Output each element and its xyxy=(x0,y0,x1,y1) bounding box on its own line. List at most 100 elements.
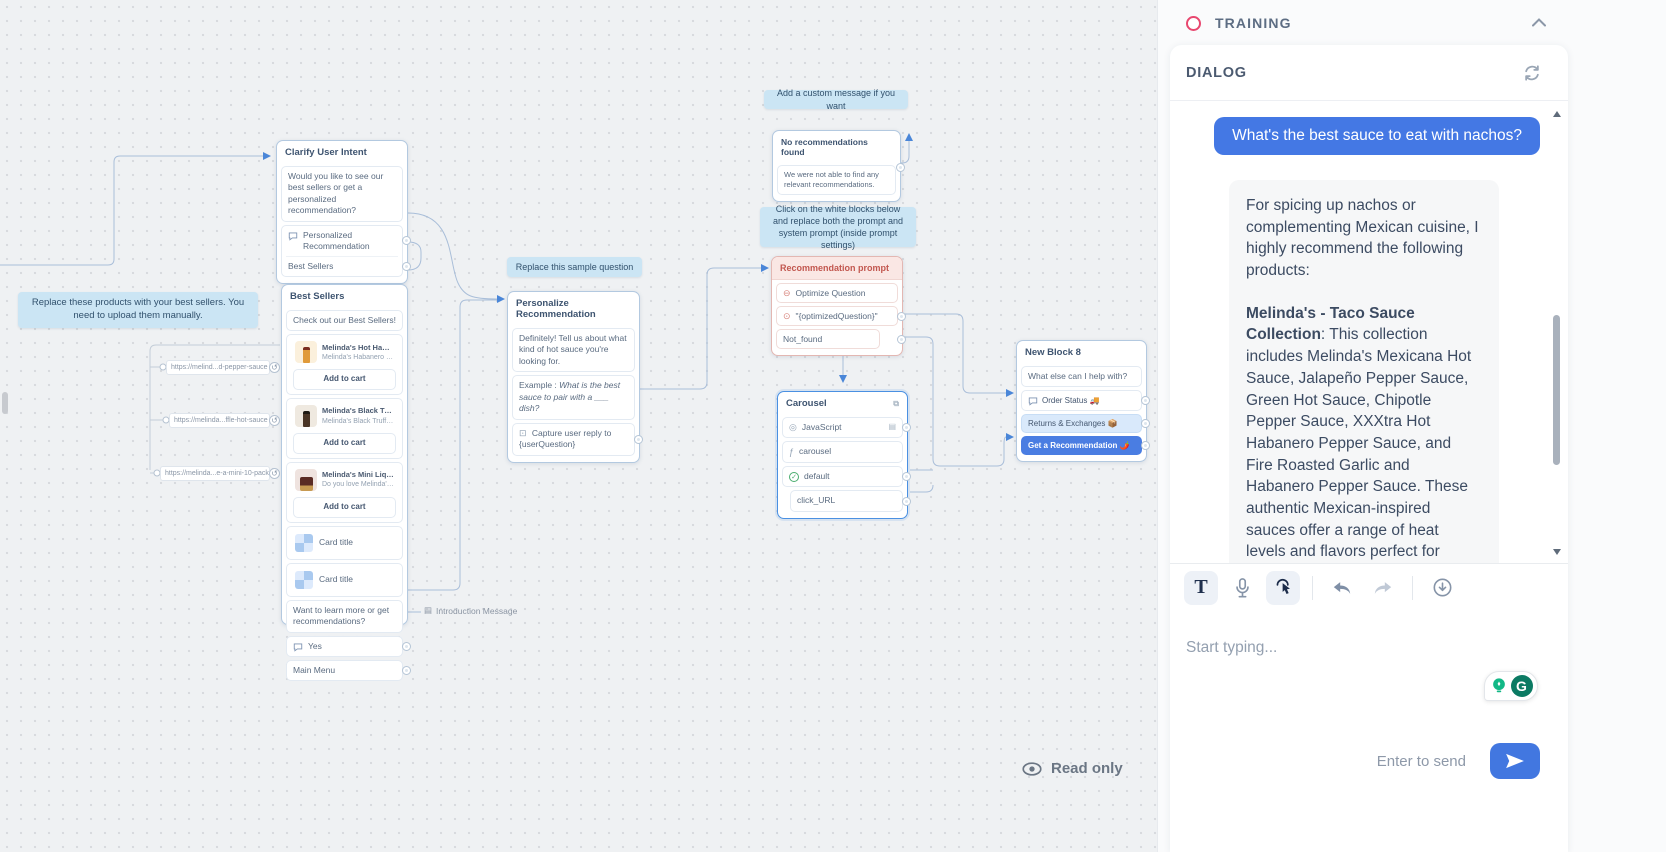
block-message[interactable]: What else can I help with? xyxy=(1021,366,1142,388)
block-recommendation-prompt[interactable]: Recommendation prompt ⊖ Optimize Questio… xyxy=(771,256,906,356)
add-to-cart-button[interactable]: Add to cart xyxy=(293,369,396,391)
block-title[interactable]: Recommendation prompt xyxy=(772,257,902,280)
option-personalized-recommendation[interactable]: Personalized Recommendation xyxy=(282,226,411,256)
example-prefix: Example : xyxy=(519,380,560,391)
product-card[interactable]: Melinda's Black Truffle Hot S... Melinda… xyxy=(286,398,403,460)
connection-port[interactable] xyxy=(402,261,411,271)
tooltip-replace-products: Replace these products with your best se… xyxy=(18,292,258,328)
chevron-up-icon[interactable] xyxy=(1532,18,1546,27)
prompt-row-not-found[interactable]: Not_found xyxy=(776,329,906,349)
undo-button[interactable] xyxy=(1325,571,1359,605)
refresh-icon[interactable] xyxy=(1523,64,1541,82)
block-no-recommendations[interactable]: No recommendations found We were not abl… xyxy=(772,130,905,203)
option-returns-exchanges[interactable]: Returns & Exchanges 📦 xyxy=(1021,414,1150,434)
speech-bubble-icon xyxy=(1028,397,1038,407)
chat-transcript[interactable]: What's the best sauce to eat with nachos… xyxy=(1170,101,1568,563)
connection-port[interactable] xyxy=(902,496,911,506)
row-label: Not_found xyxy=(783,334,823,344)
carousel-row-carousel[interactable]: ƒ carousel xyxy=(782,441,903,463)
carousel-row-click-url[interactable]: click_URL xyxy=(790,490,911,512)
block-carousel[interactable]: Carousel ⧉ ◎ JavaScript ▤ ƒ carousel ✓ d… xyxy=(777,391,911,519)
card-title-placeholder[interactable]: Card title xyxy=(286,562,403,597)
eye-icon xyxy=(1022,761,1042,776)
card-title-placeholder[interactable]: Card title xyxy=(286,525,403,560)
option-order-status[interactable]: Order Status 🚚 xyxy=(1021,390,1150,412)
scrollbar-thumb[interactable] xyxy=(1553,315,1560,465)
prompt-row-optimized-question[interactable]: ⊙ "{optimizedQuestion}" xyxy=(776,306,906,326)
product-card[interactable]: Melinda's Hot Habanero Ho... Melinda's H… xyxy=(286,334,403,396)
toolbar-divider xyxy=(1412,575,1413,600)
copy-icon[interactable]: ⧉ xyxy=(893,398,899,408)
redo-button[interactable] xyxy=(1366,571,1400,605)
loop-port-icon[interactable]: ↺ xyxy=(269,468,280,479)
option-get-recommendation[interactable]: Get a Recommendation 🌶️ xyxy=(1021,436,1150,456)
option-best-sellers[interactable]: Best Sellers xyxy=(282,257,411,276)
tap-mode-button[interactable] xyxy=(1266,570,1300,605)
block-title[interactable]: Clarify User Intent xyxy=(285,147,367,158)
add-to-cart-button[interactable]: Add to cart xyxy=(293,497,396,518)
block-example[interactable]: Example : What is the best sauce to pair… xyxy=(512,375,635,420)
carousel-row-default[interactable]: ✓ default xyxy=(782,465,911,488)
block-message[interactable]: Would you like to see our best sellers o… xyxy=(281,166,403,222)
connection-port[interactable] xyxy=(1141,419,1150,429)
product-name: Melinda's Hot Habanero Ho... xyxy=(322,342,394,352)
send-button[interactable] xyxy=(1490,743,1540,779)
carousel-row-javascript[interactable]: ◎ JavaScript ▤ xyxy=(782,417,911,439)
grammarly-widget[interactable]: G xyxy=(1484,671,1538,701)
scroll-up-arrow[interactable] xyxy=(1553,111,1561,117)
download-button[interactable] xyxy=(1425,571,1459,605)
introduction-message-label[interactable]: ▤ Introduction Message xyxy=(424,605,517,616)
block-title[interactable]: Best Sellers xyxy=(290,291,345,302)
product-card[interactable]: Melinda's Mini Liquid Spice ... Do you l… xyxy=(286,462,403,523)
option-main-menu[interactable]: Main Menu xyxy=(287,661,411,680)
example-text: What is the best sauce to pair with a __… xyxy=(519,380,621,414)
url-text: https://melinda...e-a-mini-10-pack xyxy=(165,470,269,477)
block-message[interactable]: Check out our Best Sellers! xyxy=(286,310,403,332)
block-clarify-user-intent[interactable]: Clarify User Intent Would you like to se… xyxy=(276,140,411,285)
option-yes[interactable]: Yes xyxy=(287,637,411,656)
block-message[interactable]: We were not able to find any relevant re… xyxy=(777,165,896,196)
connection-port[interactable] xyxy=(402,665,411,675)
chat-scrollbar[interactable] xyxy=(1552,109,1562,557)
connection-port[interactable] xyxy=(902,423,911,433)
chat-input[interactable]: Start typing... xyxy=(1186,639,1278,656)
connection-port[interactable] xyxy=(1141,441,1150,451)
connection-port[interactable] xyxy=(1141,396,1150,406)
product-name: Melinda's Black Truffle Hot S... xyxy=(322,406,394,416)
block-message[interactable]: Definitely! Tell us about what kind of h… xyxy=(512,328,635,373)
block-best-sellers[interactable]: Best Sellers Check out our Best Sellers!… xyxy=(281,284,411,681)
connection-port[interactable] xyxy=(402,641,411,651)
speech-bubble-icon xyxy=(293,643,303,652)
connection-port[interactable] xyxy=(902,472,911,482)
connection-port[interactable] xyxy=(634,434,643,444)
block-personalize-recommendation[interactable]: Personalize Recommendation Definitely! T… xyxy=(507,291,643,463)
connection-port[interactable] xyxy=(896,162,905,172)
url-chip[interactable]: https://melind...d-pepper-sauce ⧉ xyxy=(166,360,276,375)
flow-canvas[interactable]: Replace these products with your best se… xyxy=(0,0,1157,852)
microphone-icon xyxy=(1235,577,1249,597)
loop-port-icon[interactable]: ↺ xyxy=(269,362,280,373)
training-header[interactable]: TRAINING xyxy=(1158,0,1666,46)
connection-port[interactable] xyxy=(402,236,411,246)
add-to-cart-button[interactable]: Add to cart xyxy=(293,433,396,455)
url-chip[interactable]: https://melinda...ffle-hot-sauce ⧉ xyxy=(169,413,276,428)
block-title[interactable]: Carousel ⧉ xyxy=(778,392,907,414)
connection-port[interactable] xyxy=(897,311,906,321)
prompt-row-optimize[interactable]: ⊖ Optimize Question xyxy=(776,283,898,303)
minus-circle-icon: ⊖ xyxy=(783,287,791,298)
block-new-block-8[interactable]: New Block 8 What else can I help with? O… xyxy=(1016,340,1150,463)
block-message[interactable]: Want to learn more or get recommendation… xyxy=(286,599,403,633)
voice-mode-button[interactable] xyxy=(1225,571,1259,605)
text-mode-button[interactable]: T xyxy=(1184,570,1218,605)
capture-reply-row[interactable]: ⊡ Capture user reply to {userQuestion} xyxy=(512,422,643,456)
loop-port-icon[interactable]: ↺ xyxy=(269,415,280,426)
send-plane-icon xyxy=(1506,753,1524,769)
block-title[interactable]: New Block 8 xyxy=(1025,347,1081,358)
scroll-down-arrow[interactable] xyxy=(1553,549,1561,555)
product-image xyxy=(295,405,317,428)
url-chip[interactable]: https://melinda...e-a-mini-10-pack ⧉ xyxy=(160,466,278,481)
block-title[interactable]: Personalize Recommendation xyxy=(516,298,596,320)
block-title[interactable]: No recommendations found xyxy=(781,137,868,157)
connection-port[interactable] xyxy=(897,334,906,344)
bot-message-paragraph: For spicing up nachos or complementing M… xyxy=(1246,197,1479,280)
